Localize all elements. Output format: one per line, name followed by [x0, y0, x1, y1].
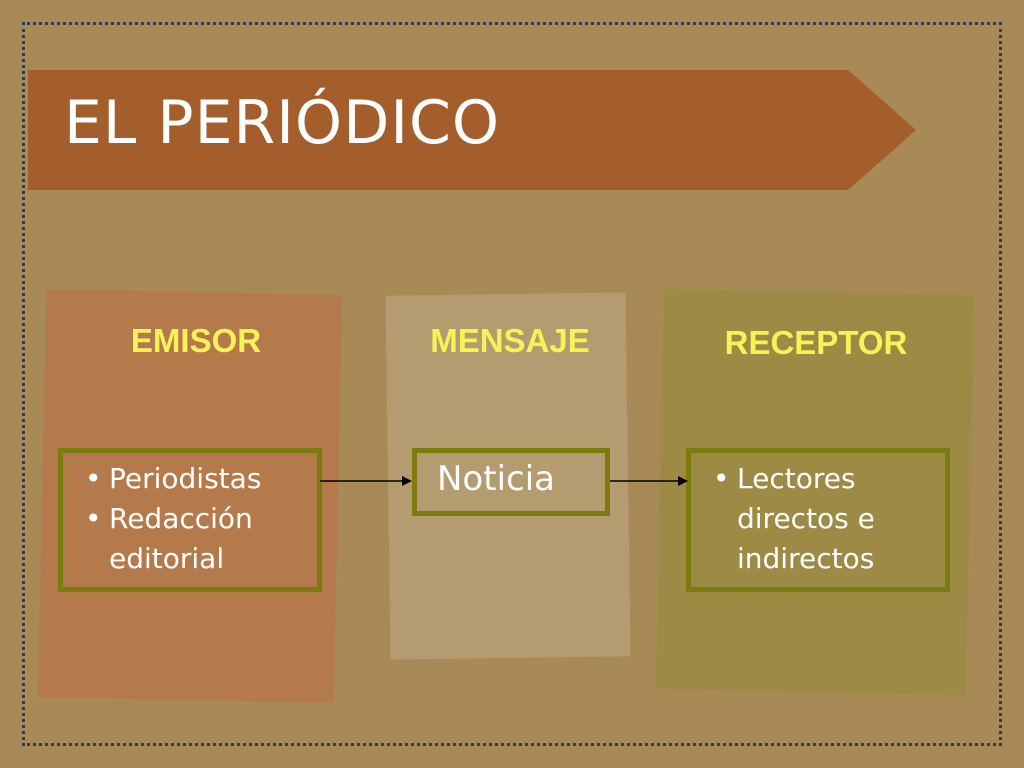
receptor-heading: RECEPTOR — [724, 324, 908, 361]
banner-arrow-shape — [28, 70, 916, 190]
emisor-list: Periodistas Redacción editorial — [81, 459, 317, 579]
receptor-box: Lectores directos e indirectos — [686, 448, 950, 592]
mensaje-text: Noticia — [437, 459, 555, 499]
title-banner: EL PERIÓDICO — [28, 70, 916, 190]
emisor-item-periodistas: Periodistas — [81, 459, 317, 499]
arrow-emisor-to-mensaje — [320, 476, 412, 486]
emisor-heading: EMISOR — [130, 322, 262, 359]
mensaje-heading: MENSAJE — [430, 322, 590, 359]
arrow-mensaje-to-receptor — [610, 476, 688, 486]
slide-title: EL PERIÓDICO — [64, 88, 501, 158]
dotted-frame — [22, 22, 1002, 746]
emisor-item-redaccion: Redacción editorial — [81, 499, 317, 579]
receptor-list: Lectores directos e indirectos — [709, 459, 945, 579]
emisor-box: Periodistas Redacción editorial — [58, 448, 322, 592]
mensaje-box: Noticia — [412, 448, 610, 516]
receptor-item-lectores: Lectores directos e indirectos — [709, 459, 945, 579]
